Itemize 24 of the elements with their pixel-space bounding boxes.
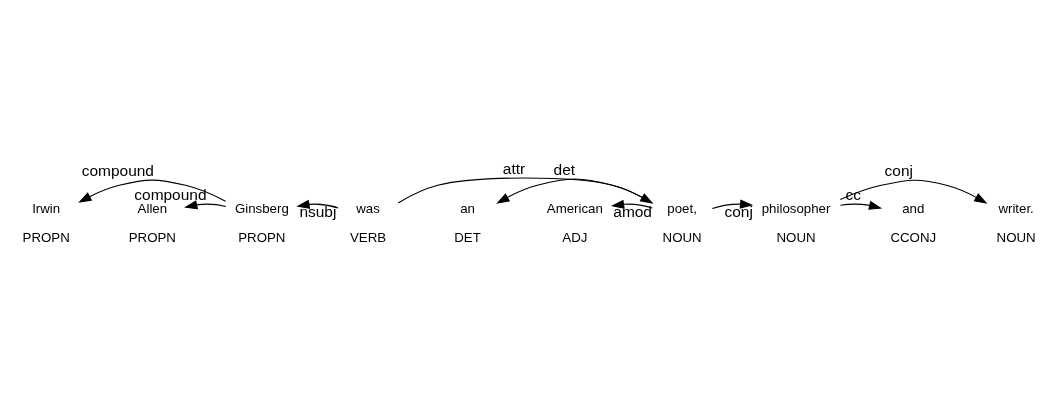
arrow [184,200,227,210]
arrow [78,179,227,203]
edge-label: compound [134,185,207,203]
edge-label: attr [502,159,526,177]
node-text: American ADJ [546,200,603,246]
edge-label: compound [81,161,154,179]
edge-label: det [553,160,576,178]
node-text: and CCONJ [890,200,937,246]
edge-label: conj [884,162,913,180]
node-text: Irwin PROPN [22,200,70,246]
node-text: Ginsberg PROPN [234,200,289,246]
edge-label: amod [613,202,652,220]
node-text: an DET [454,200,481,246]
arrow [839,200,883,210]
arrow [711,199,754,210]
arrow [610,199,653,209]
node-text: was VERB [349,200,387,246]
arrow [839,179,988,204]
node-text: writer. NOUN [996,200,1036,246]
edge-label: nsubj [299,202,337,220]
node-text: philosopher NOUN [761,200,831,246]
arrow [296,199,339,209]
edge-label: conj [724,202,753,220]
node-text: poet, NOUN [662,200,702,246]
